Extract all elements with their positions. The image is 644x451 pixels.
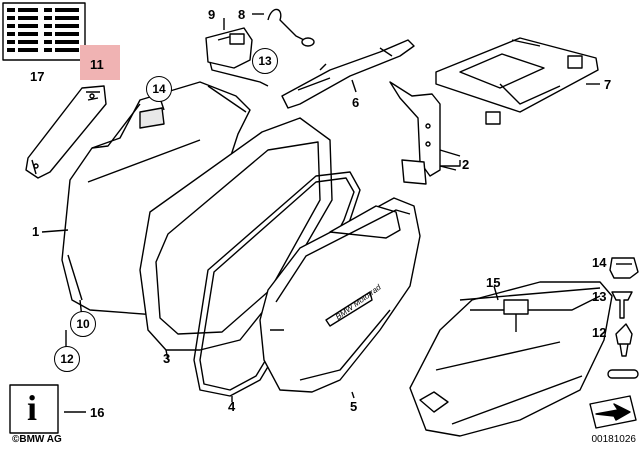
rail-part [281,39,415,109]
pin-part [607,369,639,379]
callout-4: 4 [228,399,236,414]
info-icon: i [27,388,38,428]
callout-15: 15 [486,275,501,290]
callout-7: 7 [604,77,612,92]
frame-part [139,117,333,351]
label-sheet-part [2,2,86,61]
callout-12-circle: 12 [54,346,80,372]
clip-part [609,257,639,279]
brand-label: ©BMW AG [12,434,62,445]
callout-11: 11 [90,57,104,72]
highlight-box [80,45,120,80]
soft-bag-part [409,281,613,437]
callout-9: 9 [208,7,216,22]
callout-3: 3 [163,351,171,366]
callout-16: 16 [90,405,105,420]
callout-17: 17 [30,69,45,84]
cable-part [267,8,305,41]
rivet-part [615,323,633,345]
case-shell-part [61,81,251,317]
callout-2: 2 [462,157,470,172]
callout-8: 8 [238,7,246,22]
callout-5: 5 [350,399,358,414]
callout-13-circle: 13 [252,48,278,74]
bracket-part [25,85,107,179]
callout-12-right: 12 [592,325,607,340]
document-id: 00181026 [591,434,637,445]
mount-part [205,27,253,69]
small-bracket-part [389,81,441,177]
callout-14-right: 14 [592,255,607,270]
info-symbol [9,384,59,434]
callout-1: 1 [32,224,40,239]
callout-14-circle: 14 [146,76,172,102]
screw-part [611,291,633,319]
mat-part [435,37,599,113]
callout-10-circle: 10 [70,311,96,337]
callout-13-right: 13 [592,289,607,304]
callout-6: 6 [352,95,360,110]
